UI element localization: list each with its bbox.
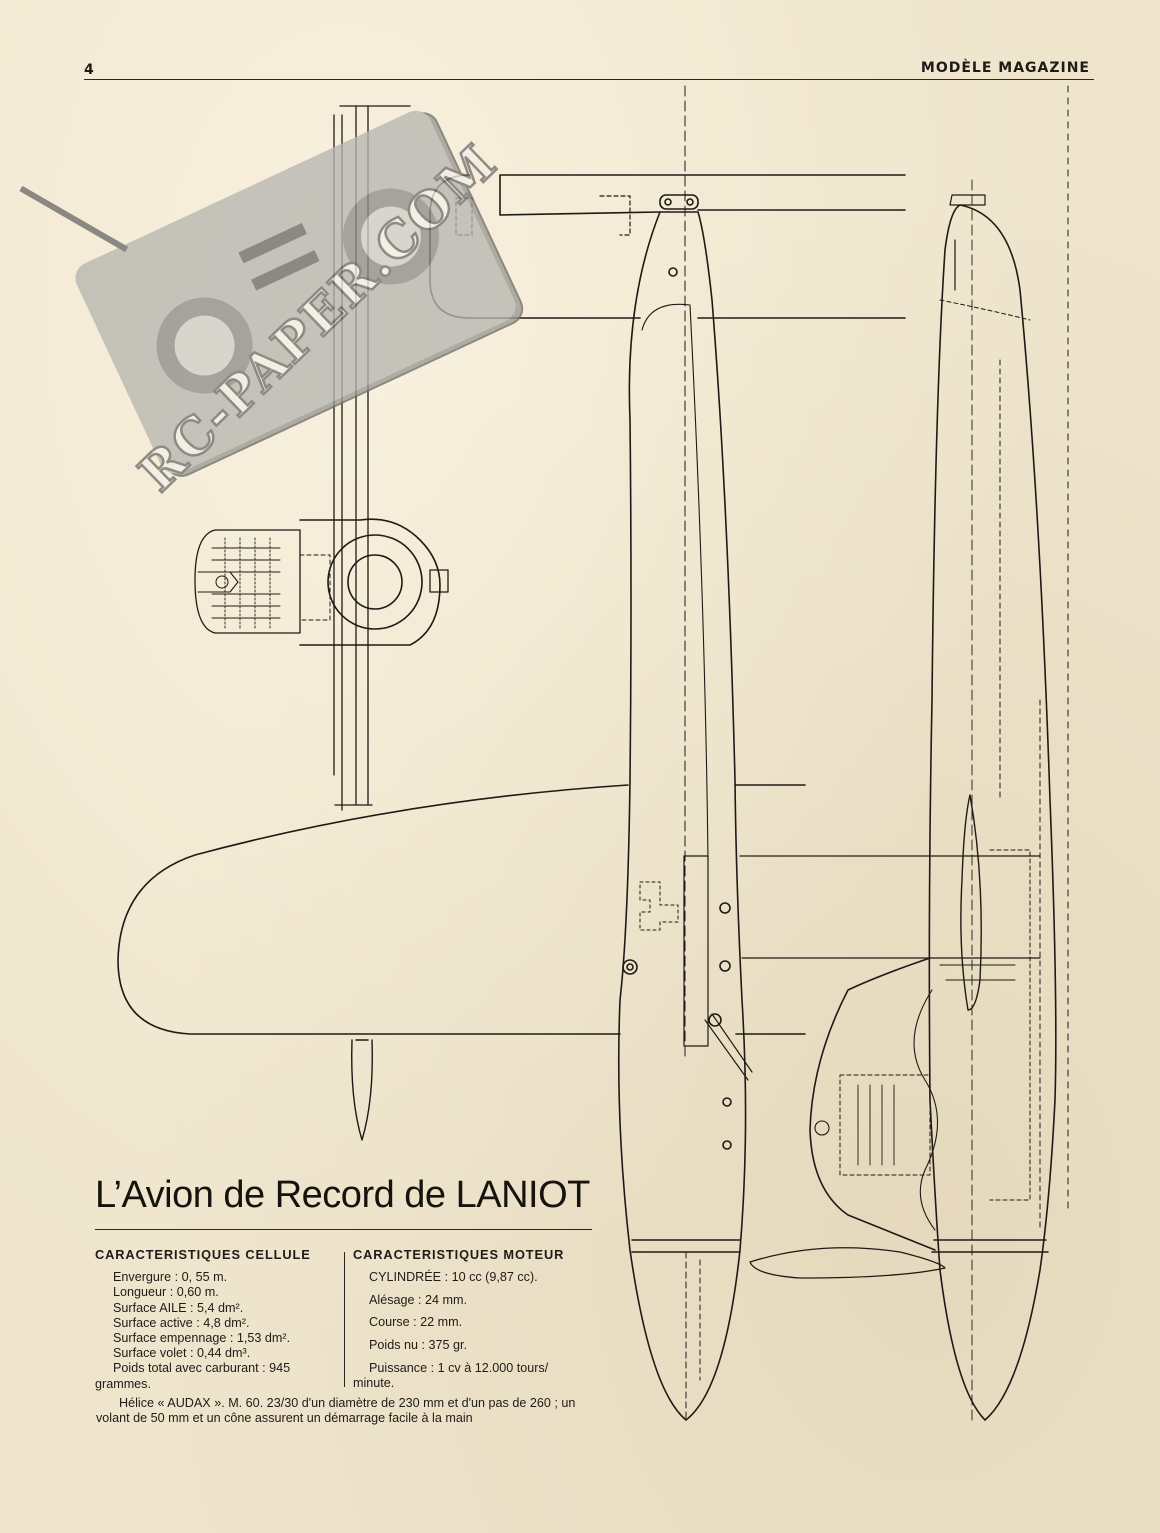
cellule-item-continuation: grammes. xyxy=(95,1376,151,1391)
title-rule xyxy=(95,1229,592,1230)
engine-detail-drawing xyxy=(194,518,449,646)
helice-paragraph: Hélice « AUDAX ». M. 60. 23/30 d'un diam… xyxy=(96,1396,576,1426)
cellule-item: Surface active : 4,8 dm². xyxy=(113,1315,250,1330)
moteur-item: Course : 22 mm. xyxy=(369,1315,463,1330)
moteur-item: Alésage : 24 mm. xyxy=(369,1292,467,1307)
moteur-specs: CARACTERISTIQUES MOTEUR CYLINDRÉE : 10 c… xyxy=(353,1247,598,1391)
wing-top-view xyxy=(117,784,629,1035)
moteur-heading: CARACTERISTIQUES MOTEUR xyxy=(353,1247,565,1262)
article-title: L’Avion de Record de LANIOT xyxy=(95,1174,595,1217)
header-rule xyxy=(84,79,1094,80)
cellule-item: Surface empennage : 1,53 dm². xyxy=(113,1331,291,1346)
article-title-prefix: L’Avion de Record de xyxy=(95,1174,446,1216)
moteur-list: CYLINDRÉE : 10 cc (9,87 cc). Alésage : 2… xyxy=(353,1270,598,1391)
cellule-item: Longueur : 0,60 m. xyxy=(113,1285,219,1300)
page-number: 4 xyxy=(84,62,94,78)
moteur-item: Poids nu : 375 gr. xyxy=(369,1337,468,1352)
article-title-name: LANIOT xyxy=(455,1174,591,1216)
cellule-specs: CARACTERISTIQUES CELLULE Envergure : 0, … xyxy=(95,1247,340,1392)
tail-fin-front-view xyxy=(351,1039,373,1141)
fuselage-top-view xyxy=(617,211,747,1421)
horizontal-stab-side-view xyxy=(749,1247,946,1279)
moteur-item: CYLINDRÉE : 10 cc (9,87 cc). xyxy=(369,1270,538,1285)
magazine-name: MODÈLE MAGAZINE xyxy=(920,60,1090,76)
cellule-item: Surface AILE : 5,4 dm². xyxy=(113,1300,244,1315)
engine-cowling-side-view xyxy=(809,957,936,1251)
column-divider xyxy=(344,1252,345,1387)
cellule-item: Surface volet : 0,44 dm³. xyxy=(113,1346,251,1361)
moteur-item-continuation: minute. xyxy=(353,1375,395,1390)
moteur-item: Puissance : 1 cv à 12.000 tours/ xyxy=(369,1360,549,1375)
cellule-heading: CARACTERISTIQUES CELLULE xyxy=(95,1247,311,1262)
cellule-item: Poids total avec carburant : 945 xyxy=(113,1361,291,1376)
fuselage-side-view xyxy=(928,204,1057,1421)
cellule-list: Envergure : 0, 55 m. Longueur : 0,60 m. … xyxy=(95,1270,340,1392)
cellule-item: Envergure : 0, 55 m. xyxy=(113,1270,228,1285)
